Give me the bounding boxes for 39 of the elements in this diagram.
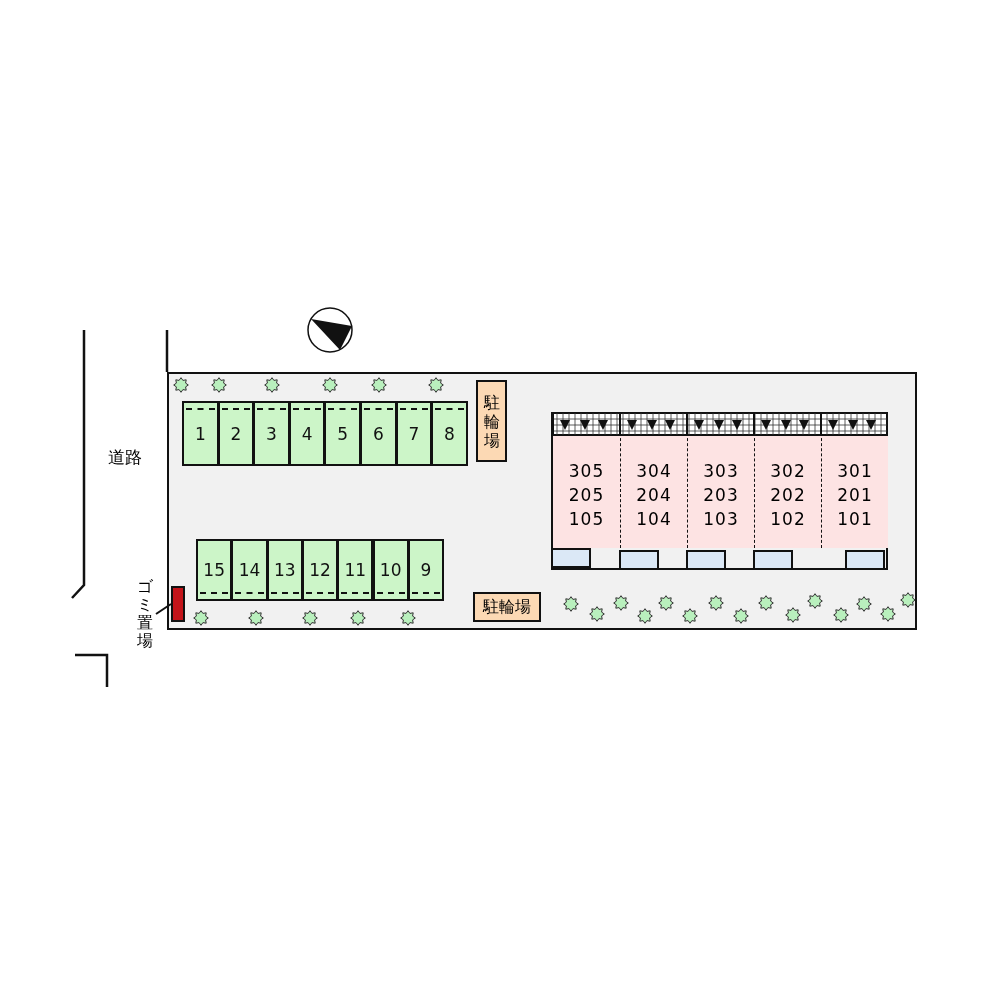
bicycle-parking: 駐輪場: [473, 592, 541, 622]
room-number: 301: [837, 460, 873, 483]
apartment-unit: [687, 433, 754, 548]
parking-space: 9: [407, 539, 445, 601]
parking-space: 10: [372, 539, 409, 601]
bicycle-parking: 駐輪場: [476, 380, 507, 462]
garbage-label: ゴミ置場: [136, 578, 154, 650]
garbage-area: [171, 586, 185, 622]
room-number: 305: [568, 460, 605, 483]
room-number: 304: [636, 460, 672, 483]
building-outline: [551, 412, 888, 570]
parking-space: 14: [231, 539, 268, 601]
site-area: [167, 372, 917, 630]
parking-space: 8: [431, 401, 468, 466]
parking-space: 11: [337, 539, 374, 601]
room-number: 102: [770, 508, 806, 531]
parking-space: 5: [324, 401, 361, 466]
room-number: 101: [837, 508, 873, 531]
room-number: 204: [636, 484, 672, 507]
parking-space: 13: [266, 539, 303, 601]
parking-space: 3: [253, 401, 290, 466]
parking-space: 6: [360, 401, 397, 466]
apartment-unit: [620, 433, 687, 548]
room-number: 202: [770, 484, 806, 507]
room-number: 105: [568, 508, 605, 531]
room-number: 103: [703, 508, 739, 531]
room-number: 303: [703, 460, 739, 483]
room-number: 201: [837, 484, 873, 507]
parking-space: 1: [182, 401, 219, 466]
apartment-unit: [553, 433, 620, 548]
leader-line: [155, 603, 172, 615]
apartment-unit: [821, 433, 888, 548]
parking-space: 15: [196, 539, 233, 601]
room-number: 302: [770, 460, 806, 483]
apartment-unit: [754, 433, 821, 548]
room-number: 203: [703, 484, 739, 507]
room-number: 104: [636, 508, 672, 531]
road-label: 道路: [108, 446, 142, 469]
room-number: 205: [568, 484, 605, 507]
